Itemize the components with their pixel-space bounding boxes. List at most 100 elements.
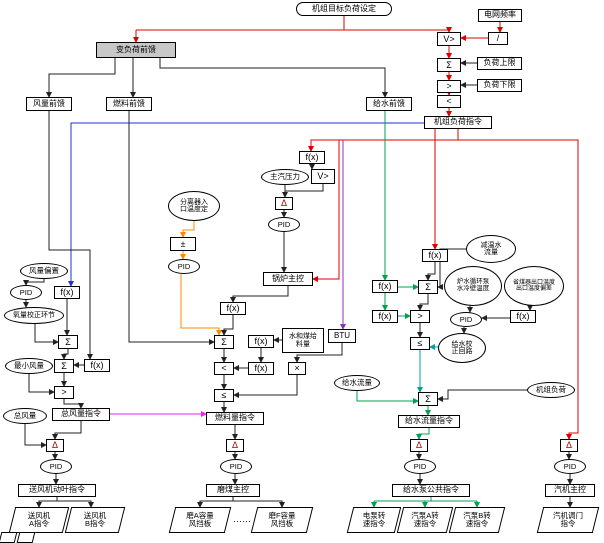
node-label: 汽泵B转 速指令 [463, 510, 491, 528]
node-label: f(x) [305, 152, 319, 162]
node-label: 燃料前馈 [113, 98, 145, 108]
node-fx-fw-1: f(x) [422, 249, 448, 262]
node-label: ≤ [221, 390, 227, 400]
node-min-air: 最小风量 [5, 358, 53, 374]
node-label: 磨F容量 风挡板 [268, 510, 296, 528]
node-fan-blade-cmd: 送风机动叶指令 [18, 484, 96, 497]
node-fx-fuel-2: f(x) [248, 335, 274, 348]
node-circ-pump-wall-temp: 炉水循环泵 水冷壁温度 [444, 266, 502, 306]
node-turbine-master: 汽机主控 [545, 484, 595, 497]
node-btu: BTU [328, 329, 356, 343]
node-label: × [294, 363, 300, 373]
edge [294, 343, 343, 363]
node-le-fw: ≤ [410, 337, 430, 350]
node-label: Δ [231, 440, 238, 450]
node-label: f(x) [226, 303, 240, 313]
node-econ-outlet-temp: 省煤器出口温度 出口温度偏差 [504, 266, 564, 306]
node-label: 汽机主控 [554, 485, 586, 495]
edge [437, 389, 527, 402]
node-fuel-cmd: 燃料量指令 [206, 412, 264, 425]
node-separator-inlet-temp-set: 分离器入 口温度定 [168, 191, 220, 221]
node-label: 给水前馈 [373, 98, 405, 108]
node-lt-fuel: < [214, 362, 234, 375]
node-label: f(x) [254, 336, 268, 346]
node-o2-correction: 氧量校正环节 [4, 307, 64, 324]
edge [285, 184, 324, 192]
node-label: 给水流量 [342, 378, 372, 388]
node-label: 送风机 A指令 [27, 510, 51, 528]
node-load-upper-limit: 负荷上限 [477, 57, 522, 70]
node-fx-fw-2: f(x) [372, 280, 398, 293]
edge [57, 500, 94, 508]
node-fan-a-cmd: 送风机 A指令 [8, 507, 70, 533]
parallelogram-shape [16, 532, 36, 543]
edge [52, 421, 82, 440]
node-delta-turbine: Δ [560, 439, 578, 452]
node-label: 给水泵公共指令 [403, 485, 459, 495]
node-label: < [446, 96, 452, 106]
edge [416, 428, 430, 440]
edge [36, 497, 58, 508]
node-label: 省煤器出口温度 出口温度偏差 [512, 279, 555, 292]
edge [23, 279, 45, 286]
node-gt-air: > [54, 386, 74, 399]
node-sum-air-2: Σ [54, 359, 74, 373]
node-sum-air-1: Σ [58, 335, 78, 349]
node-stub-2 [16, 532, 36, 543]
node-gt-fw: > [410, 310, 430, 323]
node-label: 最小风量 [14, 361, 44, 371]
node-label: f(x) [378, 311, 392, 321]
node-pid-turbine: PID [554, 459, 586, 474]
edge [180, 274, 222, 336]
node-label: / [496, 33, 500, 43]
node-fx-air-2: f(x) [84, 359, 110, 372]
node-sum-fuel: Σ [214, 335, 234, 349]
node-fan-b-cmd: 送风机 B指令 [64, 507, 126, 533]
node-label: Δ [280, 198, 287, 208]
node-label: …… [233, 514, 251, 525]
node-label: Δ [415, 440, 422, 450]
node-fx-press: f(x) [299, 151, 325, 164]
parallelogram-shape [0, 532, 18, 543]
edge [458, 139, 579, 440]
node-unit-load-cmd: 机组负荷指令 [424, 116, 492, 129]
edge [34, 324, 59, 345]
node-sum-load: Σ [437, 58, 461, 72]
node-pid-o2: PID [10, 285, 42, 300]
node-unit-load: 机组负荷 [527, 382, 575, 398]
node-label: 机组负荷 [536, 385, 566, 395]
node-label: PID [49, 461, 63, 471]
node-label: 负荷下限 [483, 80, 516, 90]
node-fx-fuel-1: f(x) [220, 302, 246, 315]
node-label: f(x) [60, 287, 74, 297]
node-fx-fw-3: f(x) [372, 310, 398, 323]
edge [308, 139, 458, 152]
node-air-feedforward: 风量前馈 [26, 97, 72, 111]
node-label: 炉水循环泵 水冷壁温度 [456, 278, 490, 292]
node-label: > [417, 311, 423, 321]
node-label: Δ [565, 440, 572, 450]
node-desuperheat-flow: 减温水 流量 [466, 235, 516, 263]
node-fw-correction-loop: 给水校 正回路 [438, 333, 486, 363]
edge [63, 399, 84, 409]
node-mill-f-damper: 磨F容量 风挡板 [250, 507, 314, 533]
node-spump-b-speed-cmd: 汽泵B转 速指令 [448, 507, 506, 533]
node-load-lower-limit: 负荷下限 [477, 79, 522, 92]
node-sum-temp: ± [170, 237, 196, 251]
edge [356, 391, 419, 404]
node-label: 机组负荷指令 [434, 117, 482, 127]
node-label: Δ [51, 440, 58, 450]
node-load-feedforward: 变负荷前馈 [96, 42, 176, 58]
node-label: 锅炉主控 [272, 273, 304, 283]
node-label: PID [177, 261, 191, 271]
node-pid-air: PID [40, 459, 72, 474]
node-pid-fuel: PID [220, 459, 252, 474]
node-v-gate-1: V> [437, 32, 461, 46]
node-label: 磨A容量 风挡板 [186, 510, 214, 528]
edge [28, 374, 55, 395]
node-pid-press: PID [268, 217, 300, 232]
node-sum-fw-1: Σ [418, 280, 438, 294]
node-pid-temp: PID [168, 259, 200, 274]
node-delta-press: Δ [275, 197, 293, 210]
